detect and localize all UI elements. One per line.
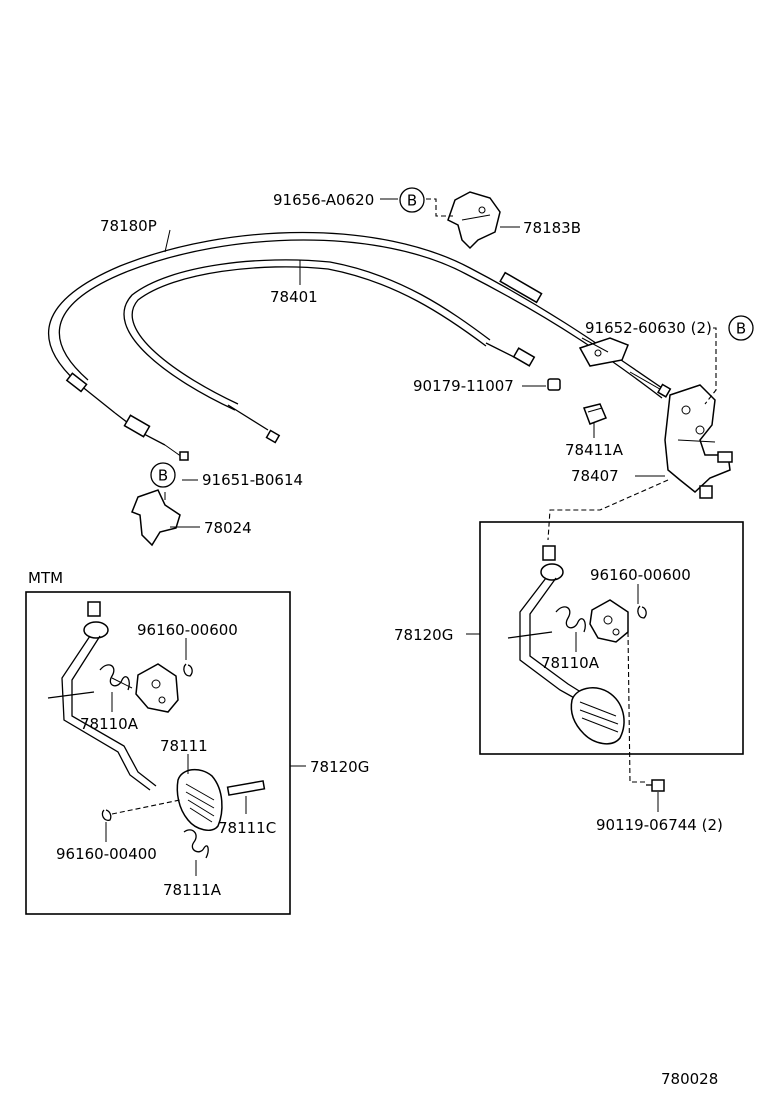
callout-b-right: B xyxy=(728,315,754,341)
spring-78110A-left xyxy=(99,664,133,691)
callout-b-text: B xyxy=(158,467,168,485)
nut-90179 xyxy=(547,378,561,391)
label-90179-11007: 90179-11007 xyxy=(413,377,514,395)
label-78111A-left: 78111A xyxy=(163,881,222,899)
label-78110A-right: 78110A xyxy=(541,654,600,672)
leader-lines-left-box xyxy=(105,638,306,876)
figure-code: 780028 xyxy=(661,1070,718,1088)
callout-b-text: B xyxy=(736,320,746,338)
label-91656-A0620: 91656-A0620 xyxy=(273,191,374,209)
label-78120G-right: 78120G xyxy=(394,626,453,644)
label-78407: 78407 xyxy=(571,467,619,485)
pedal-arm-left xyxy=(47,601,157,791)
callout-b-text: B xyxy=(407,192,417,210)
label-96160-00600-right: 96160-00600 xyxy=(590,566,691,584)
label-91652-60630: 91652-60630 (2) xyxy=(585,319,712,337)
label-96160-00400-left: 96160-00400 xyxy=(56,845,157,863)
label-78110A-left: 78110A xyxy=(80,715,139,733)
pedal-assembly-box xyxy=(479,521,744,755)
mtm-assembly-box xyxy=(25,591,291,915)
pedal-arm-right xyxy=(507,545,585,701)
bushing-78411A xyxy=(583,403,607,425)
clip-96160-00400-left xyxy=(101,809,112,821)
label-78401: 78401 xyxy=(270,288,318,306)
bracket-78183B xyxy=(447,191,501,250)
pedal-pad-right xyxy=(570,687,625,745)
label-78120G-left: 78120G xyxy=(310,758,369,776)
label-78024: 78024 xyxy=(204,519,252,537)
bolt-90119-06744 xyxy=(646,779,665,792)
label-mtm: MTM xyxy=(28,569,63,587)
lever-right xyxy=(589,599,629,643)
bracket-78024 xyxy=(131,489,181,547)
pin-78111C-left xyxy=(226,780,266,796)
clip-96160-00600-right xyxy=(637,605,647,619)
label-78411A: 78411A xyxy=(565,441,624,459)
label-78111-left: 78111 xyxy=(160,737,208,755)
clip-96160-00600-left xyxy=(183,663,193,677)
label-90119-06744: 90119-06744 (2) xyxy=(596,816,723,834)
bracket-78407 xyxy=(664,384,733,499)
cable-78180P xyxy=(47,231,672,461)
callout-b-left: B xyxy=(150,462,176,488)
label-96160-00600-left: 96160-00600 xyxy=(137,621,238,639)
lever-left xyxy=(135,663,179,713)
label-78111C-left: 78111C xyxy=(218,819,276,837)
label-91651-B0614: 91651-B0614 xyxy=(202,471,303,489)
callout-b-top: B xyxy=(399,187,425,213)
leader-lines-right-box xyxy=(466,584,659,812)
leader-lines-top xyxy=(164,198,717,541)
cable-78401 xyxy=(123,259,536,444)
spring-78110A-right xyxy=(555,606,586,633)
pedal-pad-78111-left xyxy=(176,768,223,831)
label-78180P: 78180P xyxy=(100,217,157,235)
label-78183B: 78183B xyxy=(523,219,581,237)
spring-78111A-left xyxy=(183,829,209,859)
clamp-91652 xyxy=(578,337,629,367)
